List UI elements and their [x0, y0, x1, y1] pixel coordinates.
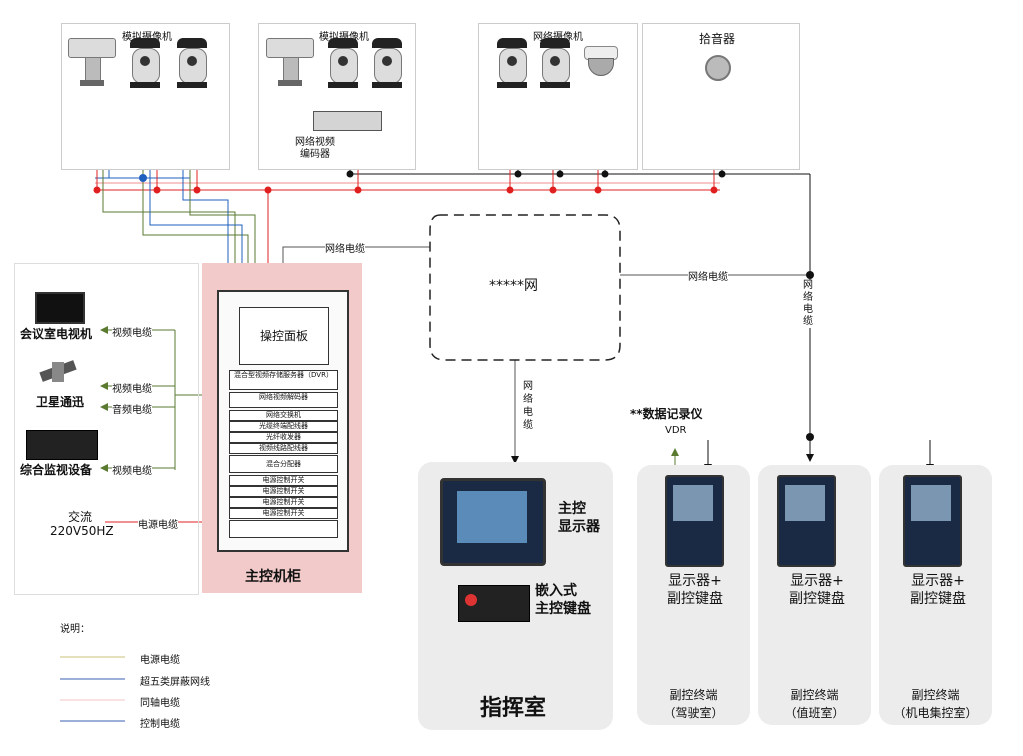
- cable-label-vertical: 网络电缆: [523, 381, 533, 431]
- dome-camera-icon: [372, 38, 404, 88]
- rack-slot: 混合型视频存储服务器（DVR）: [229, 370, 338, 390]
- terminal-label: 显示器+副控键盘: [789, 573, 845, 607]
- rack-slot-blank: [229, 520, 338, 538]
- vdr-sublabel: VDR: [665, 425, 687, 436]
- control-panel: 操控面板: [239, 307, 329, 365]
- cable-label-vertical: 网络电缆: [803, 280, 815, 328]
- cable-label: 网络电缆: [325, 240, 365, 255]
- terminal-display-icon: [777, 475, 836, 567]
- legend-item: 同轴电缆: [140, 698, 180, 709]
- terminal-display-icon: [903, 475, 962, 567]
- rack-slot: 视频线路配线器: [229, 443, 338, 454]
- rack-slot: 电源控制开关: [229, 475, 338, 486]
- cable-label: 电源电缆: [138, 516, 178, 531]
- rack-title: 主控机柜: [245, 569, 301, 585]
- group-title: 模拟摄像机: [122, 28, 172, 43]
- group-title: 网络摄像机: [533, 28, 583, 43]
- main-display-icon: [440, 478, 546, 566]
- monitoring-equipment-icon: [26, 430, 98, 460]
- legend-item: 电源电缆: [140, 655, 180, 666]
- external-devices-panel: [14, 263, 199, 595]
- ptz-thermal-camera-icon: [266, 38, 316, 88]
- dome-camera-icon: [177, 38, 209, 88]
- sound-pickup-group: 拾音器: [642, 23, 800, 170]
- rack-slot: 混合分配器: [229, 455, 338, 473]
- satellite-label: 卫星通迅: [36, 395, 85, 409]
- main-keyboard-icon: [458, 585, 530, 622]
- terminal-label: 显示器+副控键盘: [667, 573, 723, 607]
- rack-slot: 电源控制开关: [229, 508, 338, 519]
- network-cloud-label: *****网: [489, 278, 538, 294]
- rack-slot: 网络交换机: [229, 410, 338, 421]
- cable-label: 视频电缆: [112, 324, 152, 339]
- encoder-label: 网络视频编码器: [295, 137, 335, 160]
- terminal-room-label: 副控终端（机电集控室）: [893, 688, 978, 720]
- terminal-label: 显示器+副控键盘: [910, 573, 966, 607]
- rack-slot: 光纤收发器: [229, 432, 338, 443]
- main-keyboard-label: 嵌入式主控键盘: [535, 583, 591, 617]
- main-display-label: 主控显示器: [558, 501, 600, 535]
- terminal-display-icon: [665, 475, 724, 567]
- dome-camera-icon: [497, 38, 529, 88]
- microphone-pickup-icon: [705, 55, 731, 81]
- ptz-thermal-camera-icon: [68, 38, 118, 88]
- rack-slot: 电源控制开关: [229, 497, 338, 508]
- main-control-cabinet: 操控面板 混合型视频存储服务器（DVR） 网络视频解码器 网络交换机 光缆终端配…: [217, 290, 349, 552]
- cable-label: 网络电缆: [688, 268, 728, 283]
- dome-camera-icon: [130, 38, 162, 88]
- terminal-room-label: 副控终端（驾驶室）: [663, 688, 724, 720]
- tv-icon: [35, 292, 85, 324]
- legend-title: 说明：: [60, 624, 90, 635]
- ceiling-dome-camera-icon: [584, 46, 618, 80]
- cable-label: 视频电缆: [112, 462, 152, 477]
- rack-slot: 电源控制开关: [229, 486, 338, 497]
- monitor-label: 综合监视设备: [20, 463, 93, 477]
- vdr-label: **数据记录仪: [630, 407, 703, 421]
- legend-item: 超五类屏蔽网线: [140, 677, 210, 688]
- command-room-title: 指挥室: [480, 696, 547, 721]
- group-title: 模拟摄像机: [319, 28, 369, 43]
- rack-slot: 网络视频解码器: [229, 392, 338, 408]
- rack-slot: 光缆终端配线器: [229, 421, 338, 432]
- group-title: 拾音器: [699, 32, 736, 46]
- legend-item: 控制电缆: [140, 719, 180, 730]
- encoder-device-icon: [313, 111, 382, 131]
- cable-label: 视频电缆: [112, 380, 152, 395]
- terminal-room-label: 副控终端（值班室）: [784, 688, 845, 720]
- dome-camera-icon: [540, 38, 572, 88]
- tv-label: 会议室电视机: [20, 327, 93, 341]
- dome-camera-icon: [328, 38, 360, 88]
- satellite-icon: [39, 360, 77, 384]
- cable-label: 音频电缆: [112, 401, 152, 416]
